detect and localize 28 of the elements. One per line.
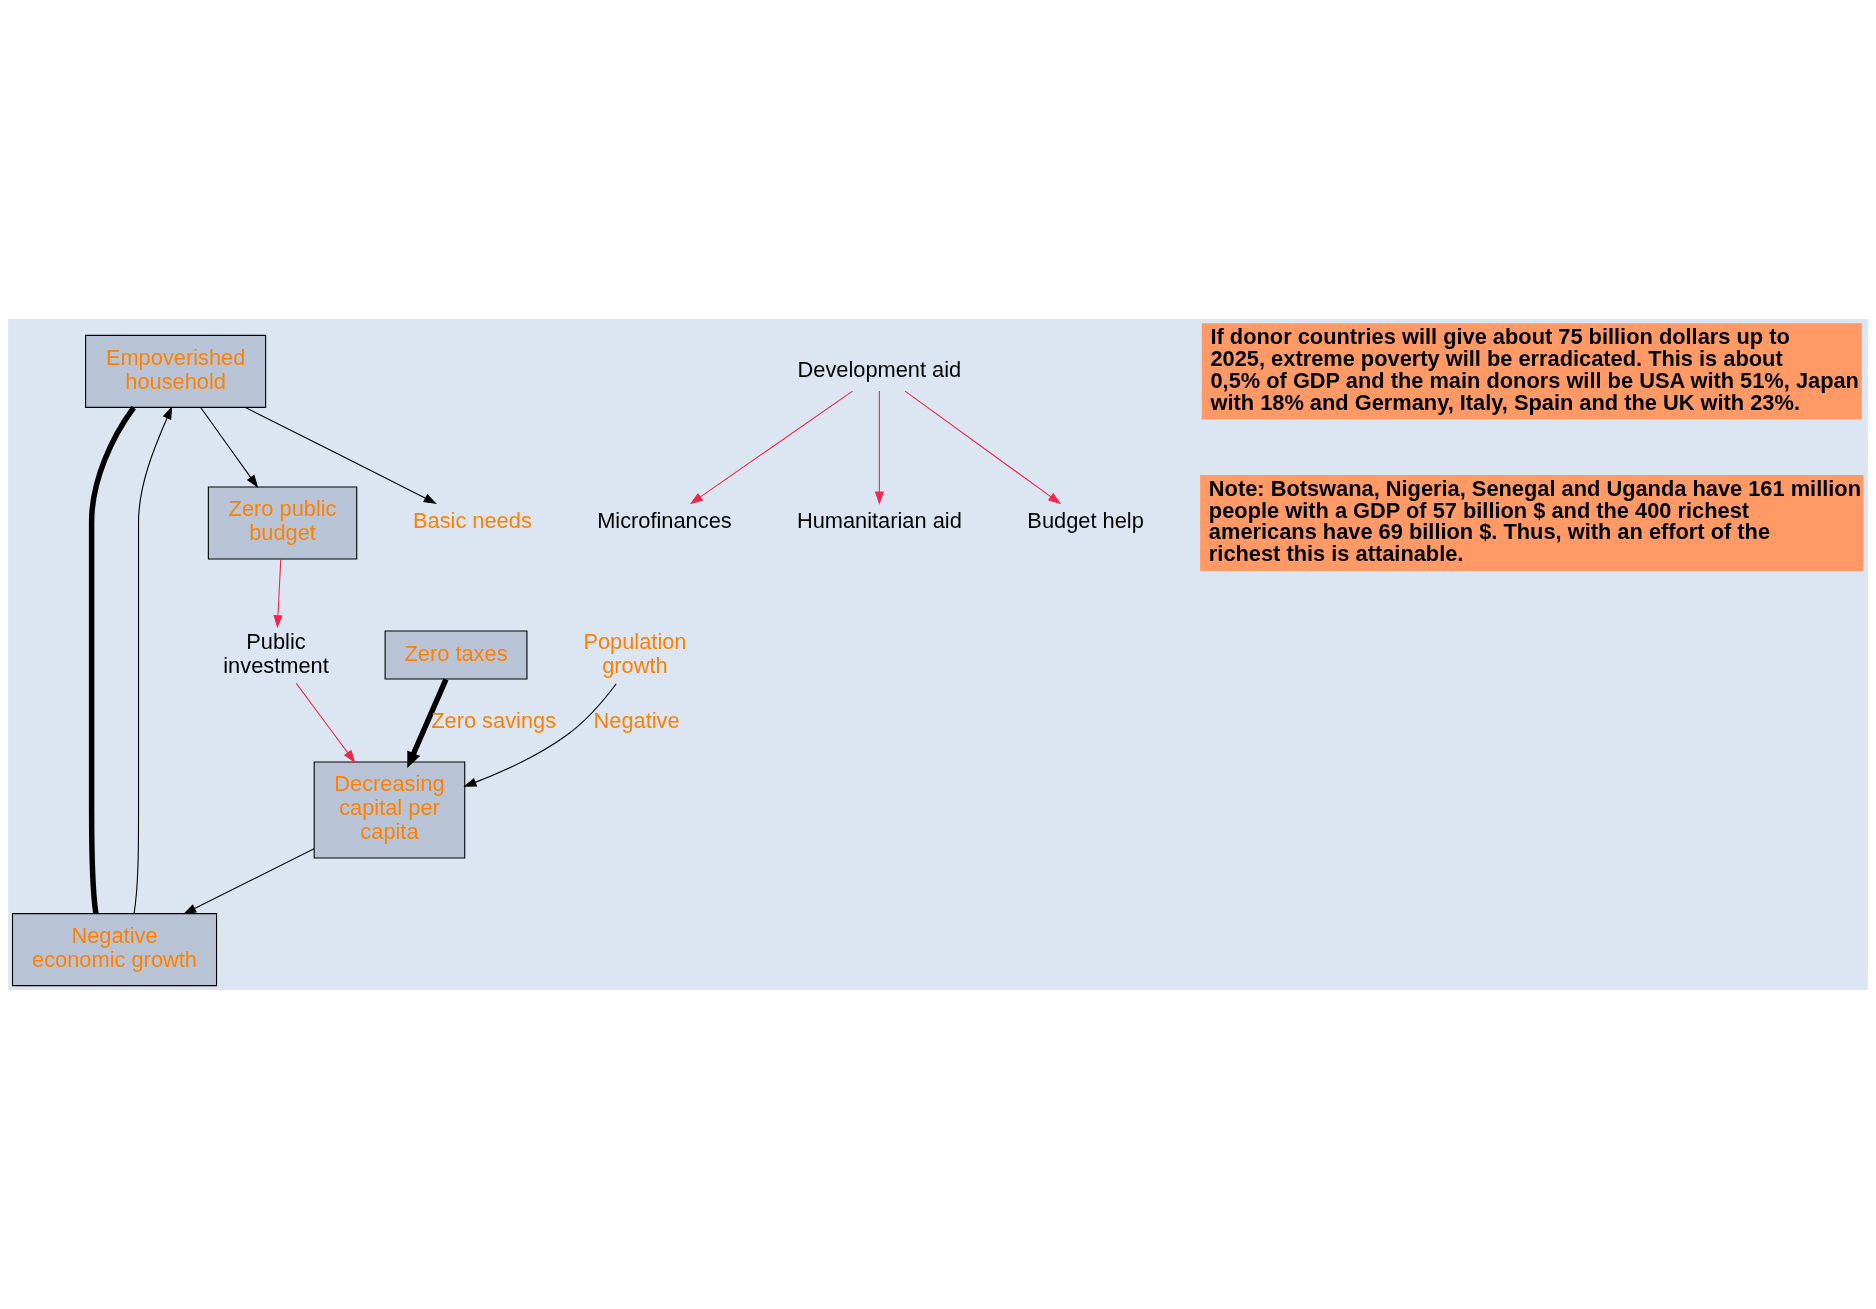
node-text: Budget help — [1027, 508, 1144, 534]
node-box: Empoverished household — [85, 334, 267, 408]
label: Note: Botswana, Nigeria, Senegal and Uganda have 161 million people with a GDP of 57 billion $ and the 400 richest americans have 69 billion $. Thus, with an effort of the richest this is attainable. — [1208, 475, 1861, 567]
node-box: Zero public budget — [207, 486, 358, 560]
arrow — [183, 848, 315, 915]
arrow — [689, 390, 854, 505]
connector — [88, 406, 136, 914]
arrow — [133, 406, 173, 915]
node-text: Basic needs — [412, 508, 532, 534]
node-text: Population growth — [583, 628, 687, 678]
node-box: Decreasing capital per capita — [313, 761, 466, 859]
node-box: Zero taxes — [384, 630, 528, 680]
arrow — [273, 558, 283, 629]
node-text: Humanitarian aid — [796, 508, 962, 534]
node-text: Microfinances — [597, 508, 732, 534]
node-text: Public investment — [223, 628, 329, 678]
node-text: Development aid — [797, 356, 962, 382]
node-box: Negative economic growth — [11, 913, 218, 987]
arrow — [295, 682, 356, 764]
edge-label: Zero savings — [431, 708, 557, 734]
arrow — [904, 390, 1062, 505]
arrow — [200, 406, 259, 488]
arrow — [874, 390, 884, 505]
arrow — [407, 678, 449, 768]
edge-label: Negative — [593, 708, 680, 734]
label: If donor countries will give about 75 billion dollars up to 2025, extreme poverty will be erradicated. This is about 0,5% of GDP and the main donors will be USA with 51%, Japan with 18% and Germany, Italy, Spain and the UK with 23%. — [1210, 324, 1859, 415]
arrow — [245, 407, 437, 504]
arrow — [463, 683, 617, 787]
